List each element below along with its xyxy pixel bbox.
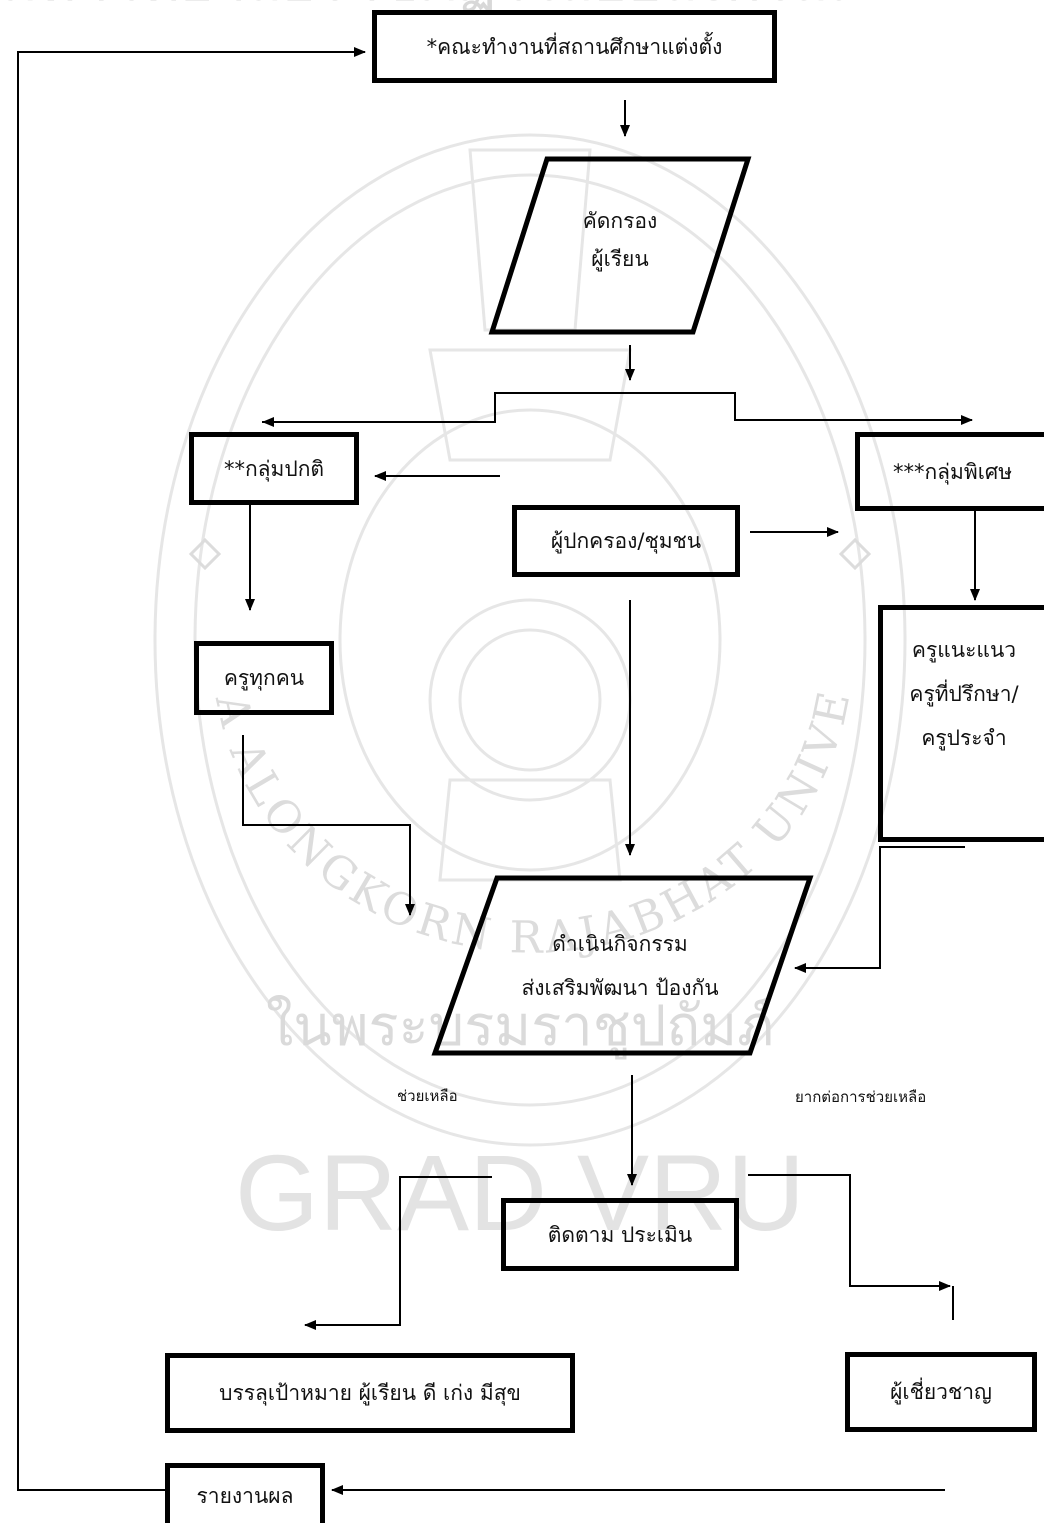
goal-box: บรรลุเป้าหมาย ผู้เรียน ดี เก่ง มีสุข bbox=[165, 1353, 575, 1433]
normal-group-box: **กลุ่มปกติ bbox=[189, 432, 359, 505]
help-label: ช่วยเหลือ bbox=[397, 1087, 458, 1105]
hard-to-help-label: ยากต่อการช่วยเหลือ bbox=[795, 1088, 927, 1106]
committee-box: *คณะทำงานที่สถานศึกษาแต่งตั้ง bbox=[372, 10, 777, 83]
connector-advisors-activities bbox=[794, 846, 965, 973]
connector-split bbox=[262, 392, 970, 423]
advisors-label: ครูแนะแนว ครูที่ปรึกษา/ ครูประจำ bbox=[909, 638, 1019, 750]
activities-shape bbox=[431, 875, 814, 1056]
watermark-grad: GRAD VRU bbox=[235, 1132, 805, 1253]
special-group-box: ***กลุ่มพิเศษ bbox=[855, 432, 1044, 511]
connector-monitor-goal bbox=[304, 1176, 492, 1330]
normal-group-label: **กลุ่มปกติ bbox=[223, 456, 325, 481]
report-label: รายงานผล bbox=[196, 1483, 294, 1508]
connector-feedback-loop bbox=[17, 47, 366, 1491]
committee-label: *คณะทำงานที่สถานศึกษาแต่งตั้ง bbox=[426, 34, 723, 59]
all-teachers-box: ครูทุกคน bbox=[194, 641, 334, 715]
expert-box: ผู้เชี่ยวชาญ bbox=[845, 1352, 1037, 1432]
monitor-evaluate-box: ติดตาม ประเมิน bbox=[501, 1198, 739, 1271]
goal-label: บรรลุเป้าหมาย ผู้เรียน ดี เก่ง มีสุข bbox=[219, 1381, 521, 1405]
special-group-label: ***กลุ่มพิเศษ bbox=[892, 459, 1013, 484]
screening-shape bbox=[488, 156, 752, 335]
report-box: รายงานผล bbox=[165, 1463, 325, 1523]
all-teachers-label: ครูทุกคน bbox=[223, 666, 305, 690]
advisors-box: ครูแนะแนว ครูที่ปรึกษา/ ครูประจำ bbox=[878, 605, 1044, 842]
watermark-bottom-text: ในพระบรมราชูปถัมภ์ bbox=[266, 994, 774, 1060]
parents-community-box: ผู้ปกครอง/ชุมชน bbox=[512, 505, 740, 577]
screening-label: คัดกรอง ผู้เรียน bbox=[582, 209, 658, 271]
monitor-evaluate-label: ติดตาม ประเมิน bbox=[547, 1222, 693, 1247]
connector-teachers-activities bbox=[242, 735, 415, 916]
activities-label: ดำเนินกิจกรรม ส่งเสริมพัฒนา ป้องกัน bbox=[521, 932, 719, 1000]
connector-monitor-expert bbox=[748, 1174, 951, 1291]
expert-label: ผู้เชี่ยวชาญ bbox=[890, 1380, 992, 1404]
parents-community-label: ผู้ปกครอง/ชุมชน bbox=[550, 529, 702, 553]
